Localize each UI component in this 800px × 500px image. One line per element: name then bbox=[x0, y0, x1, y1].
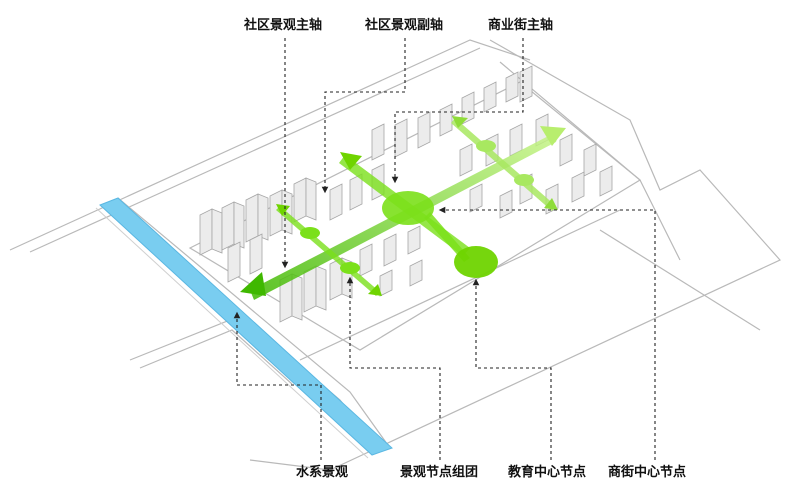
water-channel bbox=[95, 197, 393, 459]
commercial-street-axis-band bbox=[451, 118, 556, 211]
leader-education bbox=[472, 278, 552, 460]
leader-commercial-center bbox=[438, 206, 656, 460]
node-street-2 bbox=[514, 174, 534, 186]
landscape-sub-axis bbox=[276, 206, 380, 296]
node-group-1 bbox=[300, 227, 320, 239]
label-landscape-node-group: 景观节点组团 bbox=[400, 465, 479, 480]
landscape-nodes bbox=[300, 140, 534, 278]
secondary-axis-arrow bbox=[340, 152, 362, 170]
label-commercial-center-node: 商街中心节点 bbox=[608, 465, 687, 480]
label-commercial-street-axis: 商业街主轴 bbox=[488, 18, 554, 33]
leader-water bbox=[233, 311, 322, 460]
commercial-center-node-shape bbox=[382, 191, 434, 225]
leader-secondary-axis bbox=[321, 38, 406, 194]
label-community-main-axis: 社区景观主轴 bbox=[244, 18, 323, 33]
node-street-1 bbox=[476, 140, 496, 152]
node-group-2 bbox=[340, 262, 360, 274]
main-axis-arrow-sw bbox=[240, 272, 266, 296]
label-community-secondary-axis: 社区景观副轴 bbox=[365, 18, 444, 33]
annotation-lines bbox=[233, 38, 656, 460]
main-axis-arrow-ne bbox=[540, 126, 566, 146]
label-education-center-node: 教育中心节点 bbox=[508, 465, 587, 480]
label-water-landscape: 水系景观 bbox=[296, 465, 349, 480]
education-center-node-shape bbox=[454, 246, 498, 278]
leader-street-axis bbox=[391, 38, 524, 184]
